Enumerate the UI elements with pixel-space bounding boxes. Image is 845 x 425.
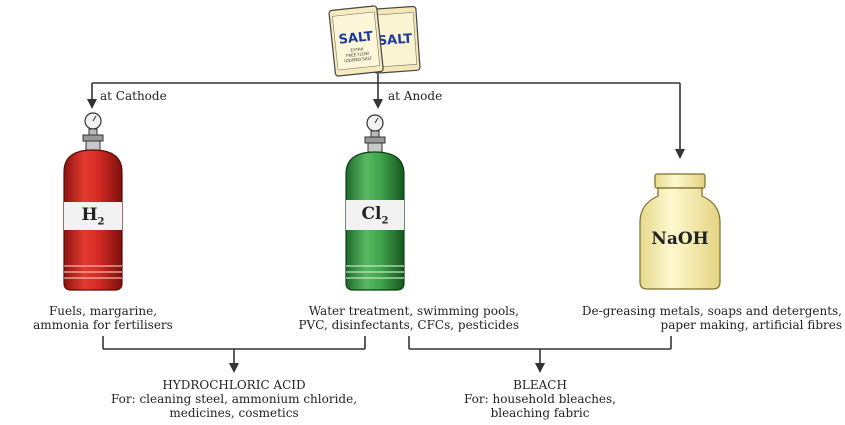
cl2-formula: Cl2 (361, 204, 389, 227)
naoh-uses: De-greasing metals, soaps and detergents… (581, 304, 842, 332)
salt-packets-icon: SALT SALT EXTRA FREE FLOW IODISED SALT (328, 5, 421, 77)
cl2-uses: Water treatment, swimming pools, PVC, di… (298, 304, 519, 332)
hcl-block: HYDROCHLORIC ACID For: cleaning steel, a… (84, 378, 384, 420)
salt-small-print-1: EXTRA (350, 46, 364, 52)
salt-small-print-2: FREE FLOW (346, 51, 369, 58)
bleach-block: BLEACH For: household bleaches, bleachin… (430, 378, 650, 420)
chlorine-cylinder-icon (345, 114, 405, 291)
svg-text:SALT: SALT (377, 32, 413, 49)
salt-brand: SALT (338, 29, 374, 48)
anode-label: at Anode (388, 89, 443, 103)
naoh-formula: NaOH (651, 229, 709, 249)
h2-uses: Fuels, margarine, ammonia for fertiliser… (33, 304, 173, 332)
naoh-bottle-icon (639, 173, 721, 290)
h2-formula: H2 (81, 205, 105, 228)
top-connector-lines (87, 74, 685, 159)
hydrogen-cylinder-icon (63, 112, 123, 291)
bleach-title: BLEACH (513, 378, 567, 392)
cathode-label: at Cathode (100, 89, 167, 103)
salt-small-print-3: IODISED SALT (344, 55, 372, 63)
hcl-title: HYDROCHLORIC ACID (162, 378, 306, 392)
bottom-connector-lines (102, 336, 672, 373)
